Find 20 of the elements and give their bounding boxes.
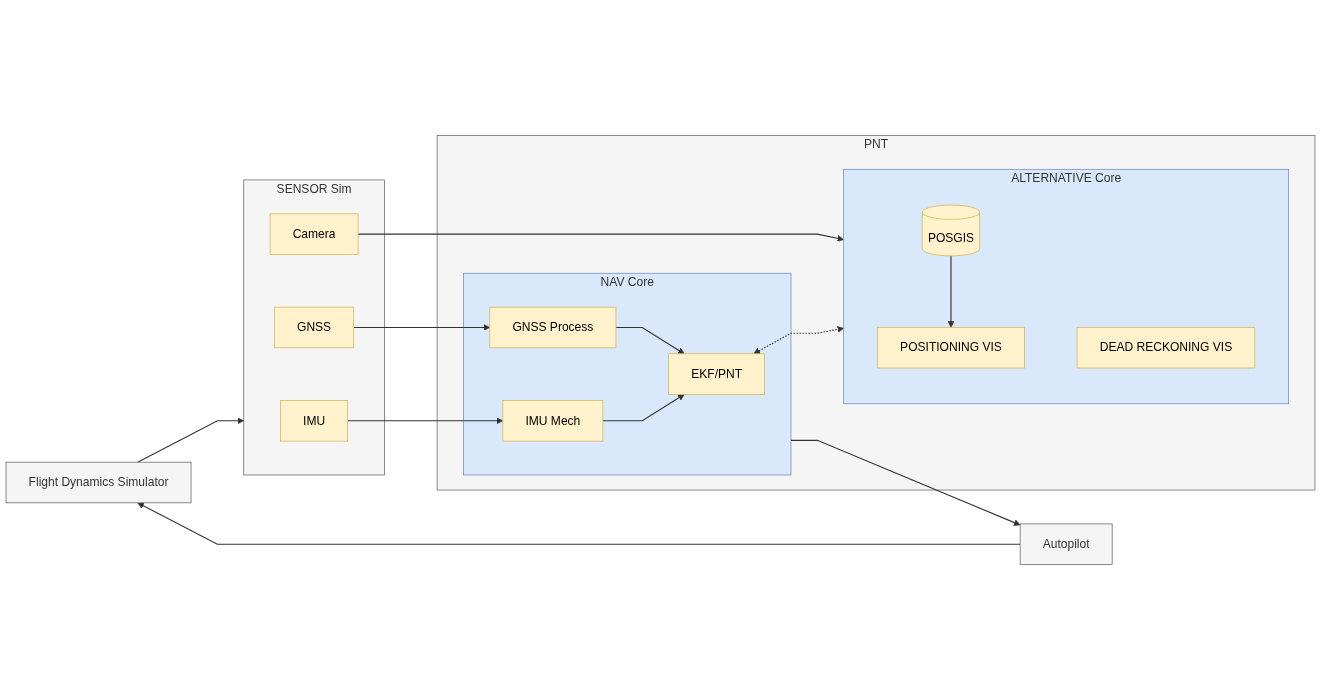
node-box: Autopilot — [1019, 523, 1113, 565]
node-box: POSITIONING VIS — [877, 326, 1025, 369]
node-box: EKF/PNT — [668, 353, 765, 395]
arrow — [137, 417, 245, 463]
arrow — [947, 255, 955, 328]
node-box: DEAD RECKONING VIS — [1076, 326, 1256, 369]
node-box: IMU — [280, 400, 349, 442]
node-box: IMU Mech — [502, 400, 604, 442]
arrow — [357, 233, 844, 242]
node-box: Flight Dynamics Simulator — [5, 461, 192, 504]
arrow — [347, 417, 504, 425]
node-box: GNSS — [274, 306, 355, 349]
arrow — [615, 326, 685, 355]
arrow — [137, 502, 1021, 545]
arrow — [753, 326, 844, 354]
node-box: GNSS Process — [489, 306, 617, 349]
arrow — [602, 394, 685, 422]
node-box: Camera — [269, 213, 359, 255]
arrow — [353, 324, 491, 331]
arrow — [790, 439, 1021, 526]
